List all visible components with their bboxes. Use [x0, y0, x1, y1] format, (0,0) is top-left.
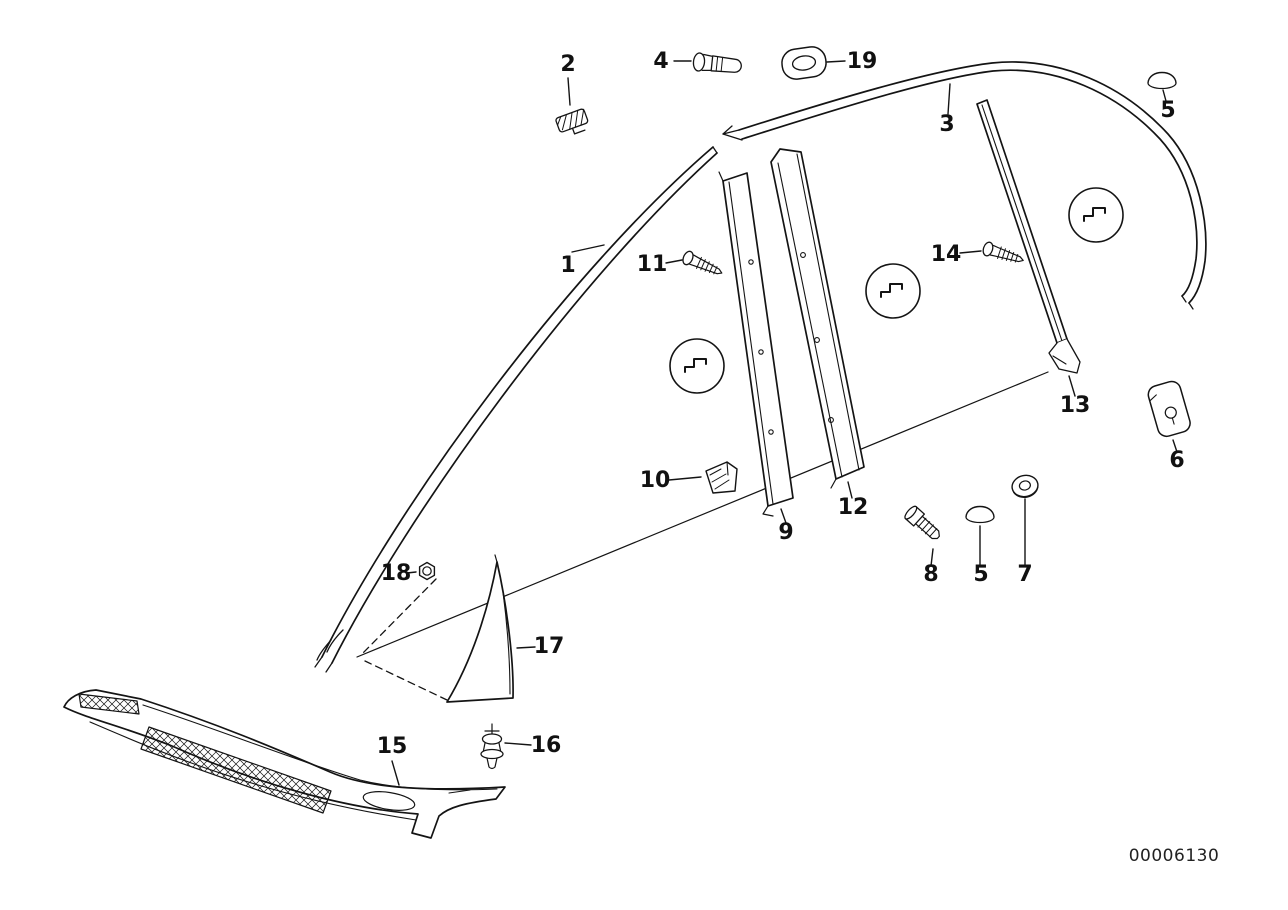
alignment-dashed-lines	[362, 578, 448, 701]
callout-part-18: 18	[381, 561, 412, 586]
callout-part-14: 14	[931, 242, 962, 267]
expanding-rivet-part-4	[692, 52, 742, 73]
moulding-profile-icon	[865, 263, 921, 319]
callout-part-9: 9	[778, 520, 793, 545]
callout-part-2: 2	[560, 52, 575, 77]
clip-part-10	[705, 461, 738, 494]
callout-part-8: 8	[923, 562, 938, 587]
callout-part-17: 17	[534, 634, 565, 659]
screw-part-14	[982, 241, 1024, 263]
b-pillar-trim-rear	[770, 148, 865, 489]
mirror-triangle-cover	[446, 554, 514, 703]
grommet-ring-part-7	[1011, 474, 1039, 498]
screw-part-11	[682, 250, 723, 275]
callout-part-10: 10	[640, 468, 671, 493]
bolt-part-8	[904, 505, 940, 540]
c-pillar-trim	[976, 99, 1081, 374]
a-pillar-window-frame-moulding	[314, 146, 718, 673]
nut-part-18	[418, 561, 436, 581]
section-symbols	[669, 187, 1124, 394]
callout-part-15: 15	[377, 734, 408, 759]
callout-part-5: 5	[1160, 98, 1175, 123]
callout-part-3: 3	[939, 112, 954, 137]
roof-rail-window-frame-moulding	[722, 61, 1207, 310]
callout-part-5: 5	[973, 562, 988, 587]
cover-plate-part-6	[1147, 380, 1191, 438]
moulding-profile-icon	[1068, 187, 1124, 243]
cowl-panel-grille	[63, 689, 506, 839]
callout-part-12: 12	[838, 495, 869, 520]
callout-part-13: 13	[1060, 393, 1091, 418]
callout-part-4: 4	[653, 49, 668, 74]
moulding-profile-icon	[669, 338, 725, 394]
plug-part-5-bottom	[965, 505, 995, 524]
b-pillar-trim-front	[718, 171, 794, 517]
clip-part-2	[555, 108, 589, 135]
callout-part-19: 19	[847, 49, 878, 74]
clip-part-16	[480, 723, 504, 770]
callout-part-6: 6	[1169, 448, 1184, 473]
callout-part-7: 7	[1017, 562, 1032, 587]
leader-lines	[391, 60, 1178, 786]
beltline-reference-line	[356, 371, 1049, 658]
callout-part-11: 11	[637, 252, 668, 277]
watermark: 00006130	[1129, 846, 1220, 866]
cap-part-5-top	[1147, 71, 1177, 90]
callout-part-16: 16	[531, 733, 562, 758]
callout-part-1: 1	[560, 253, 575, 278]
grommet-part-19	[781, 46, 827, 80]
